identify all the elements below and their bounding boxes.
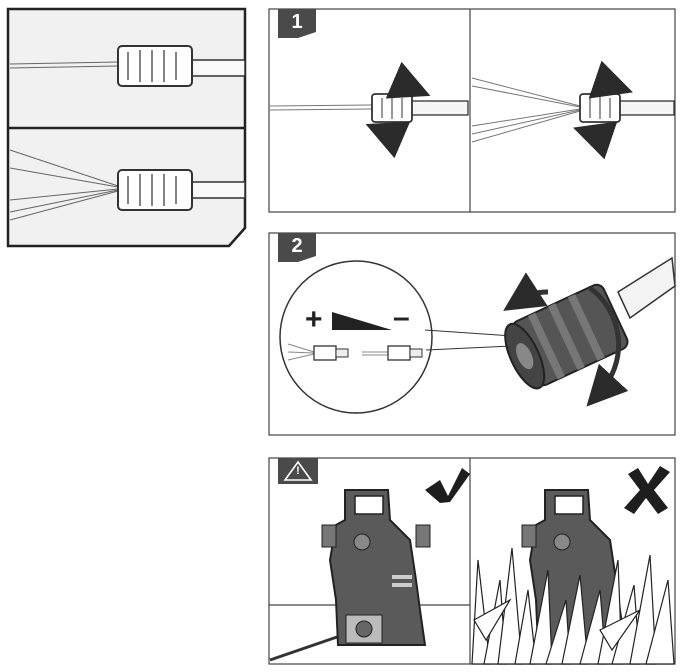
nozzle-fan-spray [9, 149, 246, 221]
warning-icon [283, 460, 313, 481]
tall-grass [471, 547, 675, 665]
rotate-arrow-icon [385, 61, 431, 99]
washer-correct [269, 489, 431, 662]
nozzle-narrow-jet [9, 45, 246, 87]
step2-panel [268, 232, 676, 436]
cross-icon [624, 466, 670, 514]
left-spray-panel [6, 7, 247, 248]
rotate-arrow-icon [503, 272, 549, 311]
rotate-arrow-icon [588, 60, 633, 99]
intensity-wedge [332, 312, 392, 330]
warning-panel [268, 457, 676, 665]
step1-badge-shape [278, 9, 316, 38]
rotate-arrow-icon [573, 121, 618, 160]
step2-label: 2 [291, 234, 303, 257]
washer-incorrect [471, 489, 675, 665]
mini-nozzle-fan [287, 343, 349, 361]
spray-plus-label: + [305, 303, 323, 336]
step1-nozzle-fan [471, 60, 675, 160]
large-adjustable-nozzle [503, 256, 676, 407]
step2-badge-shape [278, 233, 316, 262]
spray-magnifier [279, 260, 513, 414]
rotate-arrow-icon [365, 121, 411, 159]
step1-panel [268, 8, 676, 213]
rotate-arrow-icon [586, 285, 629, 407]
spray-minus-label: – [393, 301, 410, 334]
step1-nozzle-narrow [269, 61, 469, 159]
step1-label: 1 [291, 10, 303, 33]
warning-symbol: ! [296, 465, 300, 477]
check-icon [425, 468, 470, 503]
mini-nozzle-jet [362, 345, 423, 361]
